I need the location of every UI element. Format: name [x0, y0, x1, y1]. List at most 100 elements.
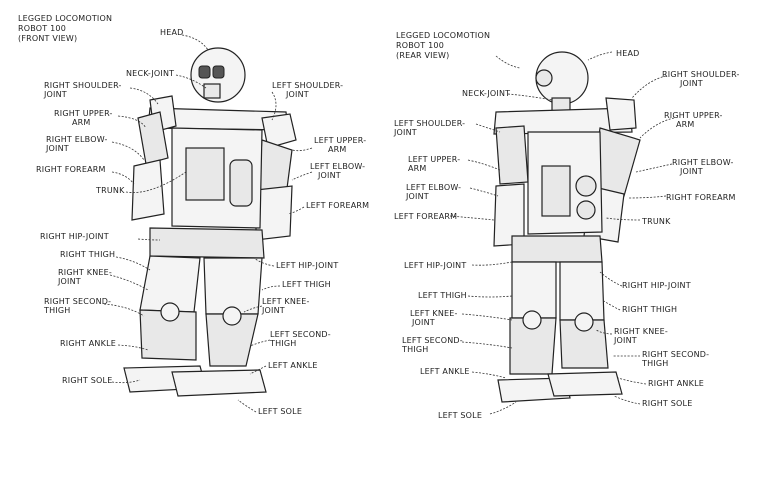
rear-trunk-panel — [541, 165, 571, 217]
front-robot-drawing — [123, 47, 297, 397]
front-label-right-elbow: RIGHT ELBOW- — [46, 135, 108, 144]
rear-label-head: HEAD — [616, 49, 640, 58]
front-left-sole — [171, 369, 267, 397]
rear-trunk-joint-2 — [576, 200, 596, 220]
front-label-left-shoulder-2: JOINT — [285, 90, 309, 99]
rear-label-right-forearm: RIGHT FOREARM — [666, 193, 736, 202]
rear-label-left-upper-arm: LEFT UPPER- — [408, 155, 460, 164]
front-label-right-shoulder: RIGHT SHOULDER- — [44, 81, 122, 90]
front-label-left-upper-arm: LEFT UPPER- — [314, 136, 366, 145]
rear-label-left-knee-2: JOINT — [411, 318, 435, 327]
front-label-right-forearm: RIGHT FOREARM — [36, 165, 106, 174]
rear-left-thigh — [511, 261, 557, 319]
front-label-head: HEAD — [160, 28, 184, 37]
front-right-upper-arm — [137, 111, 169, 165]
front-label-left-elbow: LEFT ELBOW- — [310, 162, 365, 171]
front-label-left-knee: LEFT KNEE- — [262, 297, 310, 306]
front-title-line-1: LEGGED LOCOMOTION — [18, 14, 112, 23]
front-label-right-ankle: RIGHT ANKLE — [60, 339, 116, 348]
front-label-left-second: LEFT SECOND- — [270, 330, 331, 339]
rear-label-neck-joint: NECK-JOINT — [462, 89, 510, 98]
front-label-left-shoulder: LEFT SHOULDER- — [272, 81, 343, 90]
rear-hip-block — [511, 235, 603, 263]
rear-label-left-elbow-2: JOINT — [405, 192, 429, 201]
rear-label-right-second: RIGHT SECOND- — [642, 350, 709, 359]
rear-right-sole — [547, 371, 623, 397]
front-label-right-sole: RIGHT SOLE — [62, 376, 112, 385]
front-leader-lines — [103, 34, 313, 413]
front-hip-block — [149, 227, 265, 259]
front-label-left-ankle: LEFT ANKLE — [268, 361, 318, 370]
rear-left-knee — [522, 310, 542, 330]
front-right-forearm — [131, 159, 165, 221]
front-label-right-upper-arm: RIGHT UPPER- — [54, 109, 113, 118]
front-title-line-2: ROBOT 100 — [18, 24, 66, 33]
front-eye-right — [198, 65, 211, 79]
front-label-left-elbow-2: JOINT — [317, 171, 341, 180]
rear-label-right-shoulder-2: JOINT — [679, 79, 703, 88]
front-left-knee — [222, 306, 242, 326]
rear-label-left-ankle: LEFT ANKLE — [420, 367, 470, 376]
rear-label-right-sole: RIGHT SOLE — [642, 399, 692, 408]
rear-labels: HEAD NECK-JOINT RIGHT SHOULDER- JOINT RI… — [393, 49, 740, 420]
front-neck — [203, 83, 221, 99]
front-trunk-battery — [229, 159, 253, 207]
front-label-right-elbow-2: JOINT — [45, 144, 69, 153]
front-left-shoulder — [261, 113, 297, 149]
front-label-left-hip: LEFT HIP-JOINT — [276, 261, 338, 270]
rear-label-left-elbow: LEFT ELBOW- — [406, 183, 461, 192]
front-label-trunk: TRUNK — [95, 186, 125, 195]
rear-label-right-knee-2: JOINT — [613, 336, 637, 345]
rear-title-line-2: ROBOT 100 — [396, 41, 444, 50]
front-right-knee — [160, 302, 180, 322]
rear-label-right-ankle: RIGHT ANKLE — [648, 379, 704, 388]
rear-label-right-shoulder: RIGHT SHOULDER- — [662, 70, 740, 79]
rear-label-right-elbow: RIGHT ELBOW- — [672, 158, 734, 167]
rear-label-left-second-2: THIGH — [401, 345, 428, 354]
rear-shoulder-bar — [493, 107, 633, 135]
rear-label-left-thigh: LEFT THIGH — [418, 291, 467, 300]
front-label-left-upper-arm-2: ARM — [328, 145, 347, 154]
rear-label-left-sole: LEFT SOLE — [438, 411, 482, 420]
front-label-right-shoulder-2: JOINT — [43, 90, 67, 99]
front-label-right-thigh: RIGHT THIGH — [60, 250, 115, 259]
rear-label-left-shoulder: LEFT SHOULDER- — [394, 119, 465, 128]
rear-label-right-elbow-2: JOINT — [679, 167, 703, 176]
rear-label-left-knee: LEFT KNEE- — [410, 309, 458, 318]
rear-title-line-3: (REAR VIEW) — [396, 51, 449, 60]
rear-right-shoulder — [605, 97, 637, 131]
front-label-left-thigh: LEFT THIGH — [282, 280, 331, 289]
front-label-right-upper-arm-2: ARM — [72, 118, 91, 127]
rear-label-right-upper-arm: RIGHT UPPER- — [664, 111, 723, 120]
rear-label-right-hip: RIGHT HIP-JOINT — [622, 281, 691, 290]
rear-label-left-forearm: LEFT FOREARM — [394, 212, 457, 221]
front-label-right-second-2: THIGH — [43, 306, 70, 315]
rear-label-left-shoulder-2: JOINT — [393, 128, 417, 137]
rear-label-right-knee: RIGHT KNEE- — [614, 327, 668, 336]
rear-label-right-second-2: THIGH — [641, 359, 668, 368]
rear-robot-drawing — [493, 51, 641, 403]
rear-head-ear — [535, 69, 553, 87]
front-label-left-knee-2: JOINT — [261, 306, 285, 315]
rear-label-right-thigh: RIGHT THIGH — [622, 305, 677, 314]
front-left-thigh — [203, 257, 263, 315]
rear-label-trunk: TRUNK — [641, 217, 671, 226]
front-label-left-sole: LEFT SOLE — [258, 407, 302, 416]
front-trunk-panel — [185, 147, 225, 201]
rear-label-left-hip: LEFT HIP-JOINT — [404, 261, 466, 270]
front-title-line-3: (FRONT VIEW) — [18, 34, 77, 43]
front-label-neck-joint: NECK-JOINT — [126, 69, 174, 78]
front-view: LEGGED LOCOMOTION ROBOT 100 (FRONT VIEW) — [18, 14, 369, 416]
rear-right-thigh — [559, 261, 605, 321]
front-label-left-second-2: THIGH — [269, 339, 296, 348]
rear-leader-lines — [449, 51, 675, 415]
front-label-right-knee-2: JOINT — [57, 277, 81, 286]
front-label-right-hip: RIGHT HIP-JOINT — [40, 232, 109, 241]
rear-right-knee — [574, 312, 594, 332]
front-labels: HEAD NECK-JOINT RIGHT SHOULDER- JOINT RI… — [36, 28, 369, 416]
rear-title-line-1: LEGGED LOCOMOTION — [396, 31, 490, 40]
rear-view: LEGGED LOCOMOTION ROBOT 100 (REAR VIEW) — [393, 31, 740, 420]
rear-label-right-upper-arm-2: ARM — [676, 120, 695, 129]
front-label-right-second: RIGHT SECOND- — [44, 297, 111, 306]
